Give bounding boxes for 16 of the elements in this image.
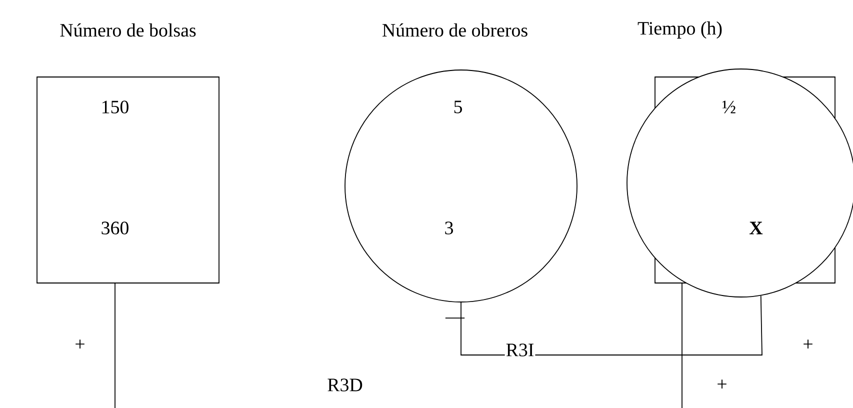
heading: Número de obreros: [382, 23, 528, 37]
value: 150: [102, 100, 128, 114]
box: [36, 76, 220, 284]
value: 5: [454, 100, 462, 114]
edge-label: R3I: [504, 342, 536, 358]
sign-label: +: [76, 340, 84, 348]
sign-label: +: [804, 340, 812, 348]
connector-line: [114, 283, 116, 408]
value: 360: [102, 222, 128, 234]
heading: Tiempo (h): [638, 21, 722, 39]
connector-line: [460, 295, 762, 356]
value: 3: [445, 222, 453, 234]
sign-label: R3D: [328, 378, 362, 392]
circle: [344, 70, 578, 302]
heading: Número de bolsas: [60, 23, 196, 37]
sign-label: +: [718, 380, 726, 388]
